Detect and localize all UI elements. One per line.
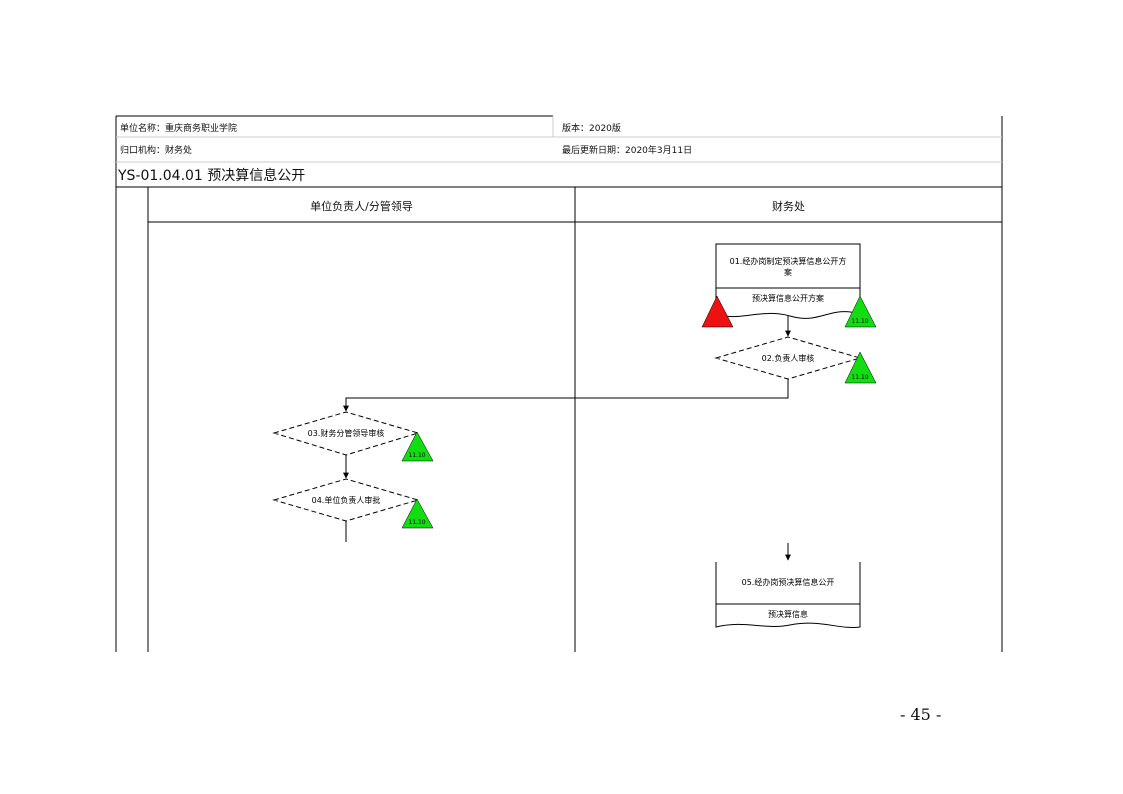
step-03-decision[interactable] bbox=[272, 411, 420, 456]
step-02-decision[interactable] bbox=[714, 336, 862, 380]
lane-header-finance: 财务处 bbox=[772, 200, 805, 213]
page-number: - 45 - bbox=[900, 705, 942, 724]
department: 归口机构：财务处 bbox=[120, 146, 193, 156]
version: 版本：2020版 bbox=[562, 124, 621, 134]
step-05-document[interactable]: 05.经办岗预决算信息公开 预决算信息 bbox=[715, 562, 861, 629]
step-04-decision[interactable] bbox=[272, 478, 420, 522]
risk-triangle-green[interactable]: 11.10 bbox=[844, 295, 877, 328]
table-grid bbox=[115, 115, 1003, 652]
unit-name: 单位名称：重庆商务职业学院 bbox=[120, 124, 238, 134]
last-updated: 最后更新日期：2020年3月11日 bbox=[562, 146, 693, 156]
risk-label: 11.10 bbox=[408, 452, 425, 459]
step-01-doc: 预决算信息公开方案 bbox=[752, 293, 824, 303]
risk-triangle-green[interactable]: 11.10 bbox=[401, 498, 434, 529]
step-05-doc: 预决算信息 bbox=[768, 609, 808, 619]
step-01-label-2: 案 bbox=[784, 267, 792, 277]
step-04-label: 04.单位负责人审批 bbox=[312, 495, 381, 505]
risk-triangle-red[interactable] bbox=[701, 295, 734, 328]
step-03-label: 03.财务分管领导审核 bbox=[308, 428, 385, 438]
risk-label: 11.10 bbox=[851, 318, 868, 325]
risk-triangle-green[interactable]: 11.10 bbox=[844, 351, 877, 384]
risk-label: 11.10 bbox=[851, 374, 868, 381]
lane-header-leader: 单位负责人/分管领导 bbox=[310, 200, 413, 213]
step-05-label: 05.经办岗预决算信息公开 bbox=[742, 577, 835, 587]
risk-triangle-green[interactable]: 11.10 bbox=[401, 431, 434, 462]
step-02-label: 02.负责人审核 bbox=[762, 353, 815, 363]
step-01-label: 01.经办岗制定预决算信息公开方 bbox=[730, 256, 847, 266]
process-title: YS-01.04.01 预决算信息公开 bbox=[118, 168, 306, 184]
risk-label: 11.10 bbox=[408, 519, 425, 526]
step-01-document[interactable]: 01.经办岗制定预决算信息公开方 案 预决算信息公开方案 bbox=[715, 243, 861, 319]
